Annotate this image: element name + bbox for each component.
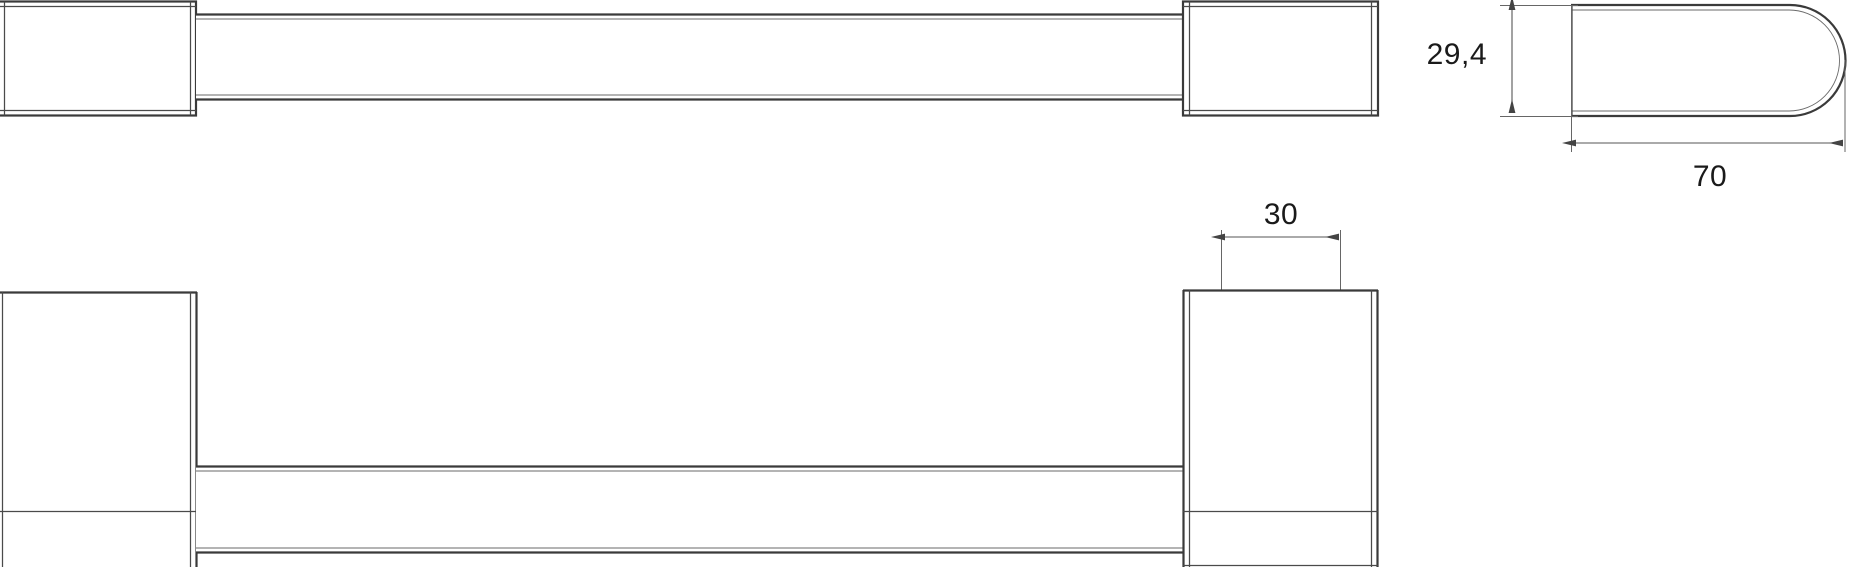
dimension-29-4: 29,4: [1427, 0, 1578, 117]
front-view-group: [0, 289, 1379, 567]
top-view-right-bracket: [1181, 0, 1380, 117]
dimension-29-4-label: 29,4: [1427, 38, 1487, 71]
dimension-70-label: 70: [1693, 160, 1727, 193]
front-view-right-bracket: [1182, 289, 1379, 567]
top-view-left-bracket: [0, 0, 198, 117]
front-view-rail: [196, 465, 1184, 554]
side-view-group: [1571, 3, 1847, 118]
front-view-left-bracket: [0, 291, 198, 567]
top-view-rail: [196, 13, 1184, 101]
top-view-group: [0, 0, 1380, 117]
dimension-30-label: 30: [1264, 198, 1298, 231]
dimension-30: 30: [1211, 198, 1341, 294]
dimension-70: 70: [1562, 5, 1846, 193]
